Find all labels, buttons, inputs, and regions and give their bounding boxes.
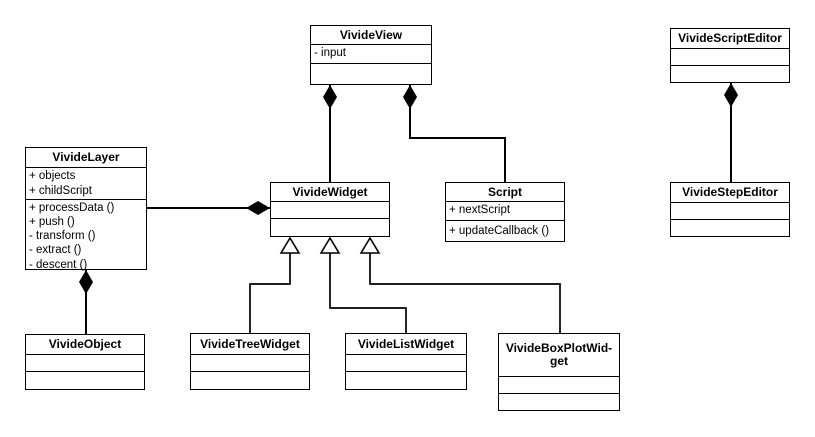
attributes-section [271,201,389,218]
methods-section: + updateCallback () [446,220,564,241]
class-attribute: + nextScript [449,204,511,216]
class-name: VivideObject [48,337,122,351]
generalization-vividetreewidget-vividewidget [249,236,301,333]
class-attribute: - input [314,47,346,59]
attributes-section: - input [311,44,431,63]
class-box-script: Script + nextScript + updateCallback () [445,182,565,242]
composition-vividelayer-vivideobject [79,270,93,334]
attributes-section [671,202,789,219]
generalization-triangle [279,236,301,254]
attributes-section [191,354,309,371]
composition-vivideview-script [403,85,506,182]
class-name: Script [487,184,522,199]
class-name: VivideLayer [52,150,120,164]
composition-diamond [79,270,93,294]
class-box-vividetreewidget: VivideTreeWidget [190,333,310,390]
methods-section [346,371,466,389]
composition-vivideview-vividewidget [323,85,337,182]
class-box-vivideobject: VivideObject [25,334,145,390]
class-box-vividescripteditor: VivideScriptEditor [670,28,790,83]
methods-section [26,371,144,389]
generalization-vividelistwidget-vividewidget [319,236,407,333]
methods-section [671,65,789,82]
class-name: VivideView [339,27,403,42]
methods-section [499,393,619,410]
class-method: - transform () [29,230,96,243]
methods-section [191,371,309,389]
methods-section [671,219,789,236]
composition-diamond [403,85,417,109]
generalization-vivideboxplotwidget-vividewidget [359,236,561,333]
class-name: VivideBoxPlotWid- get [505,341,613,368]
composition-vividescripteditor-vividestepeditor [724,83,738,182]
class-box-vividewidget: VivideWidget [270,182,390,237]
attributes-section: + nextScript [446,201,564,220]
composition-vividewidget-vividelayer [147,201,270,215]
class-name: VivideTreeWidget [200,336,300,351]
class-name: VivideScriptEditor [678,31,782,45]
composition-diamond [246,201,270,215]
class-name: VivideListWidget [357,336,455,351]
composition-diamond [724,83,738,107]
attributes-section [26,354,144,371]
class-method: - descent () [29,258,88,271]
attributes-section [499,376,619,393]
methods-section [271,218,389,236]
class-name: VivideWidget [292,184,368,199]
methods-section: + processData () + push () - transform (… [26,198,146,272]
class-box-vividelistwidget: VivideListWidget [345,333,467,390]
composition-diamond [323,85,337,109]
generalization-triangle [359,236,381,254]
class-method: + push () [29,215,75,228]
attributes-section [671,48,789,65]
attributes-section [346,354,466,371]
class-box-vivideview: VivideView - input [310,25,432,85]
class-box-vivideboxplotwidget: VivideBoxPlotWid- get [498,333,620,411]
class-box-vividelayer: VivideLayer + objects + childScript + pr… [25,147,147,272]
class-attribute: + objects [29,170,76,182]
class-method: + processData () [29,201,115,214]
class-method: - extract () [29,244,82,257]
attributes-section: + objects + childScript [26,167,146,199]
class-box-vividestepeditor: VivideStepEditor [670,182,790,237]
class-method: + updateCallback () [449,225,550,237]
class-name: VivideStepEditor [682,185,778,199]
methods-section [311,63,431,84]
generalization-triangle [319,236,341,254]
class-attribute: + childScript [29,184,92,197]
